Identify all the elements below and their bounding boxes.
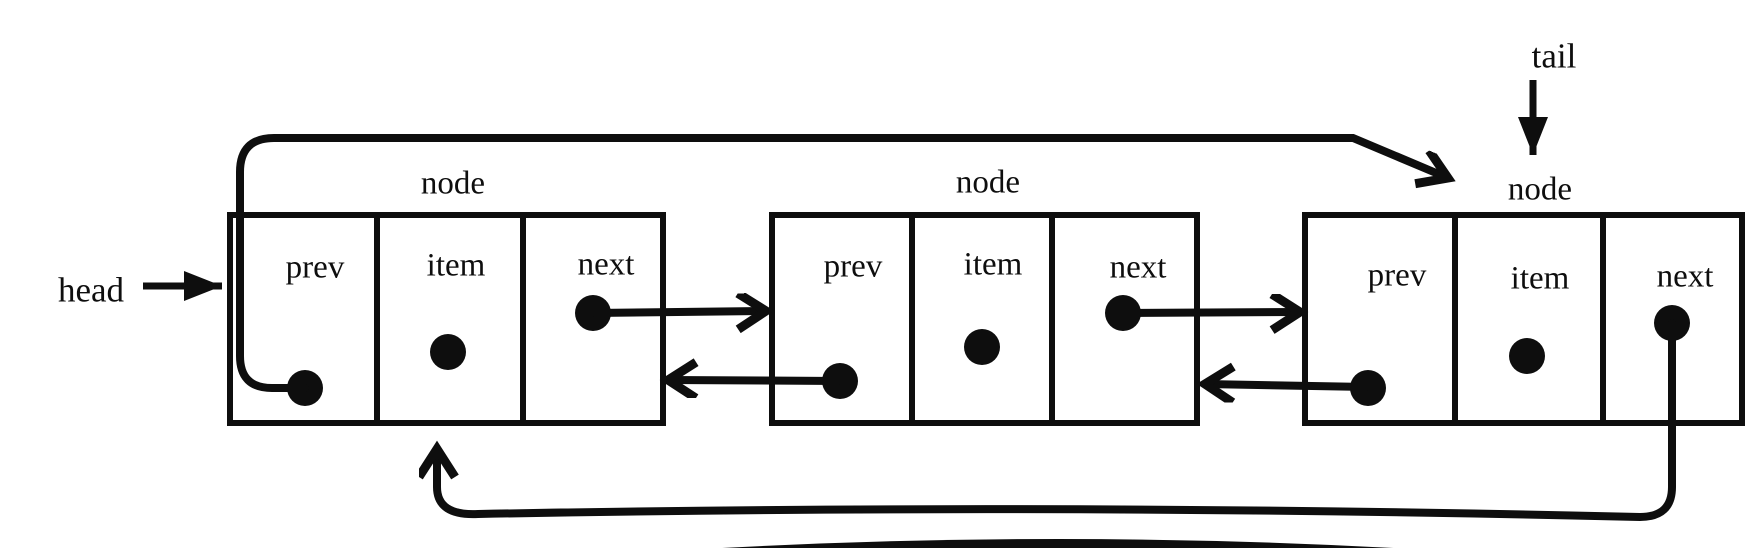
prev-link-arrow-2 <box>1205 384 1369 387</box>
node1-box <box>227 212 666 426</box>
node1-item-pointer-dot <box>430 334 466 370</box>
node3-title: node <box>1507 171 1573 208</box>
node3-prev-pointer-dot <box>1350 370 1386 406</box>
next-wraparound-link-arrow <box>437 319 1676 522</box>
node2-prev-label: prev <box>823 248 883 285</box>
node3-prev-label: prev <box>1367 257 1427 294</box>
node2-item-pointer-dot <box>964 329 1000 365</box>
node1-prev-label: prev <box>285 249 345 286</box>
node2-title: node <box>955 164 1021 201</box>
node2-next-label: next <box>1109 249 1167 286</box>
prev-link-arrow-1 <box>668 380 841 381</box>
next-link-arrow-1 <box>592 311 766 313</box>
node1-item-label: item <box>426 247 486 284</box>
node1-next-label: next <box>577 246 635 283</box>
node3-next-label: next <box>1656 258 1714 295</box>
node3-item-label: item <box>1510 260 1570 297</box>
tail-label: tail <box>1531 36 1577 76</box>
node3-item-pointer-dot <box>1509 338 1545 374</box>
prev-wraparound-link-arrow <box>236 134 1448 392</box>
node1-title: node <box>420 165 486 202</box>
node2-item-label: item <box>963 246 1023 283</box>
head-label: head <box>57 270 125 310</box>
page-curl-artifact <box>722 539 1394 548</box>
next-link-arrow-2 <box>1122 312 1300 313</box>
